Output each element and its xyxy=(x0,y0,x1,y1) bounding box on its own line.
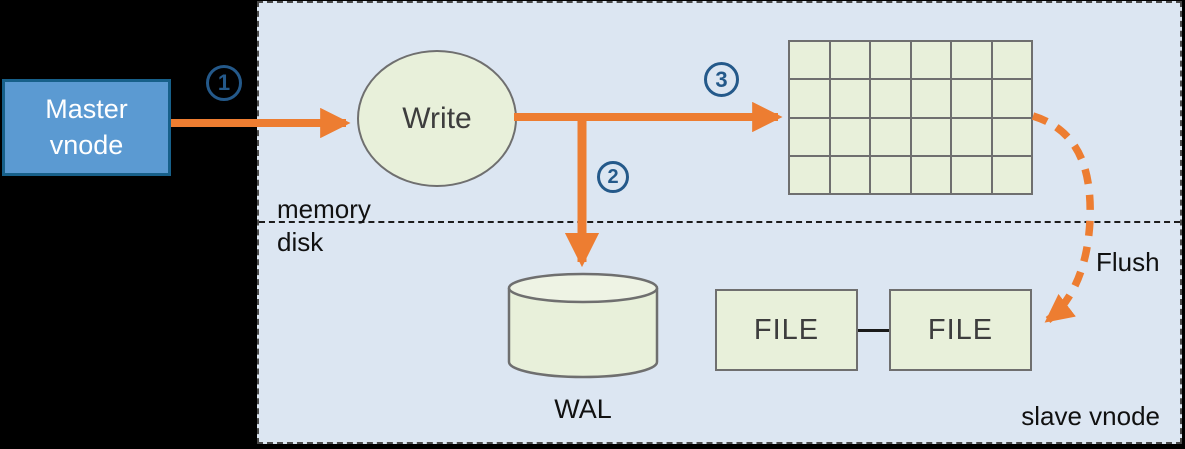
file-connector-line xyxy=(858,329,889,332)
memtable-cell xyxy=(790,42,829,79)
write-node-label: Write xyxy=(402,101,472,135)
memtable-cell xyxy=(871,80,910,117)
memtable-cell xyxy=(830,42,869,79)
memtable-cell xyxy=(830,118,869,155)
memtable-cell xyxy=(790,118,829,155)
memtable-cell xyxy=(911,118,950,155)
step-2-number: 2 xyxy=(607,165,619,188)
memtable-cell xyxy=(952,156,991,193)
memtable-cell xyxy=(992,42,1031,79)
memtable-cell xyxy=(911,42,950,79)
file-box-2: FILE xyxy=(889,289,1032,371)
step-1-number: 1 xyxy=(217,70,231,95)
memtable-cell xyxy=(830,80,869,117)
memtable-cell xyxy=(871,42,910,79)
step-1-badge: 1 xyxy=(206,65,242,101)
file-box-1: FILE xyxy=(715,289,858,371)
wal-label: WAL xyxy=(554,394,612,424)
memtable-cell xyxy=(952,80,991,117)
file-box-1-label: FILE xyxy=(753,313,820,346)
memtable-cell xyxy=(790,80,829,117)
memory-label: memory xyxy=(277,194,371,224)
memtable-cell xyxy=(992,156,1031,193)
memtable-cell xyxy=(790,156,829,193)
memtable-cell xyxy=(871,118,910,155)
slave-vnode-label: slave vnode xyxy=(1021,401,1160,431)
memtable-grid xyxy=(788,40,1033,195)
memtable-cell xyxy=(952,42,991,79)
file-box-2-label: FILE xyxy=(927,313,994,346)
memory-disk-separator xyxy=(259,221,1180,223)
write-node: Write xyxy=(357,50,517,187)
memtable-cell xyxy=(992,80,1031,117)
master-vnode-box: Master vnode xyxy=(2,79,171,176)
memtable-cell xyxy=(871,156,910,193)
memtable-cell xyxy=(911,80,950,117)
master-vnode-label: Master vnode xyxy=(45,93,128,160)
disk-label: disk xyxy=(277,227,324,257)
memtable-cell xyxy=(992,118,1031,155)
memtable-cell xyxy=(952,118,991,155)
memtable-cell xyxy=(830,156,869,193)
flush-label: Flush xyxy=(1096,247,1160,277)
step-2-badge: 2 xyxy=(597,161,629,193)
step-3-badge: 3 xyxy=(704,62,739,97)
step-3-number: 3 xyxy=(715,66,728,92)
memtable-cell xyxy=(911,156,950,193)
